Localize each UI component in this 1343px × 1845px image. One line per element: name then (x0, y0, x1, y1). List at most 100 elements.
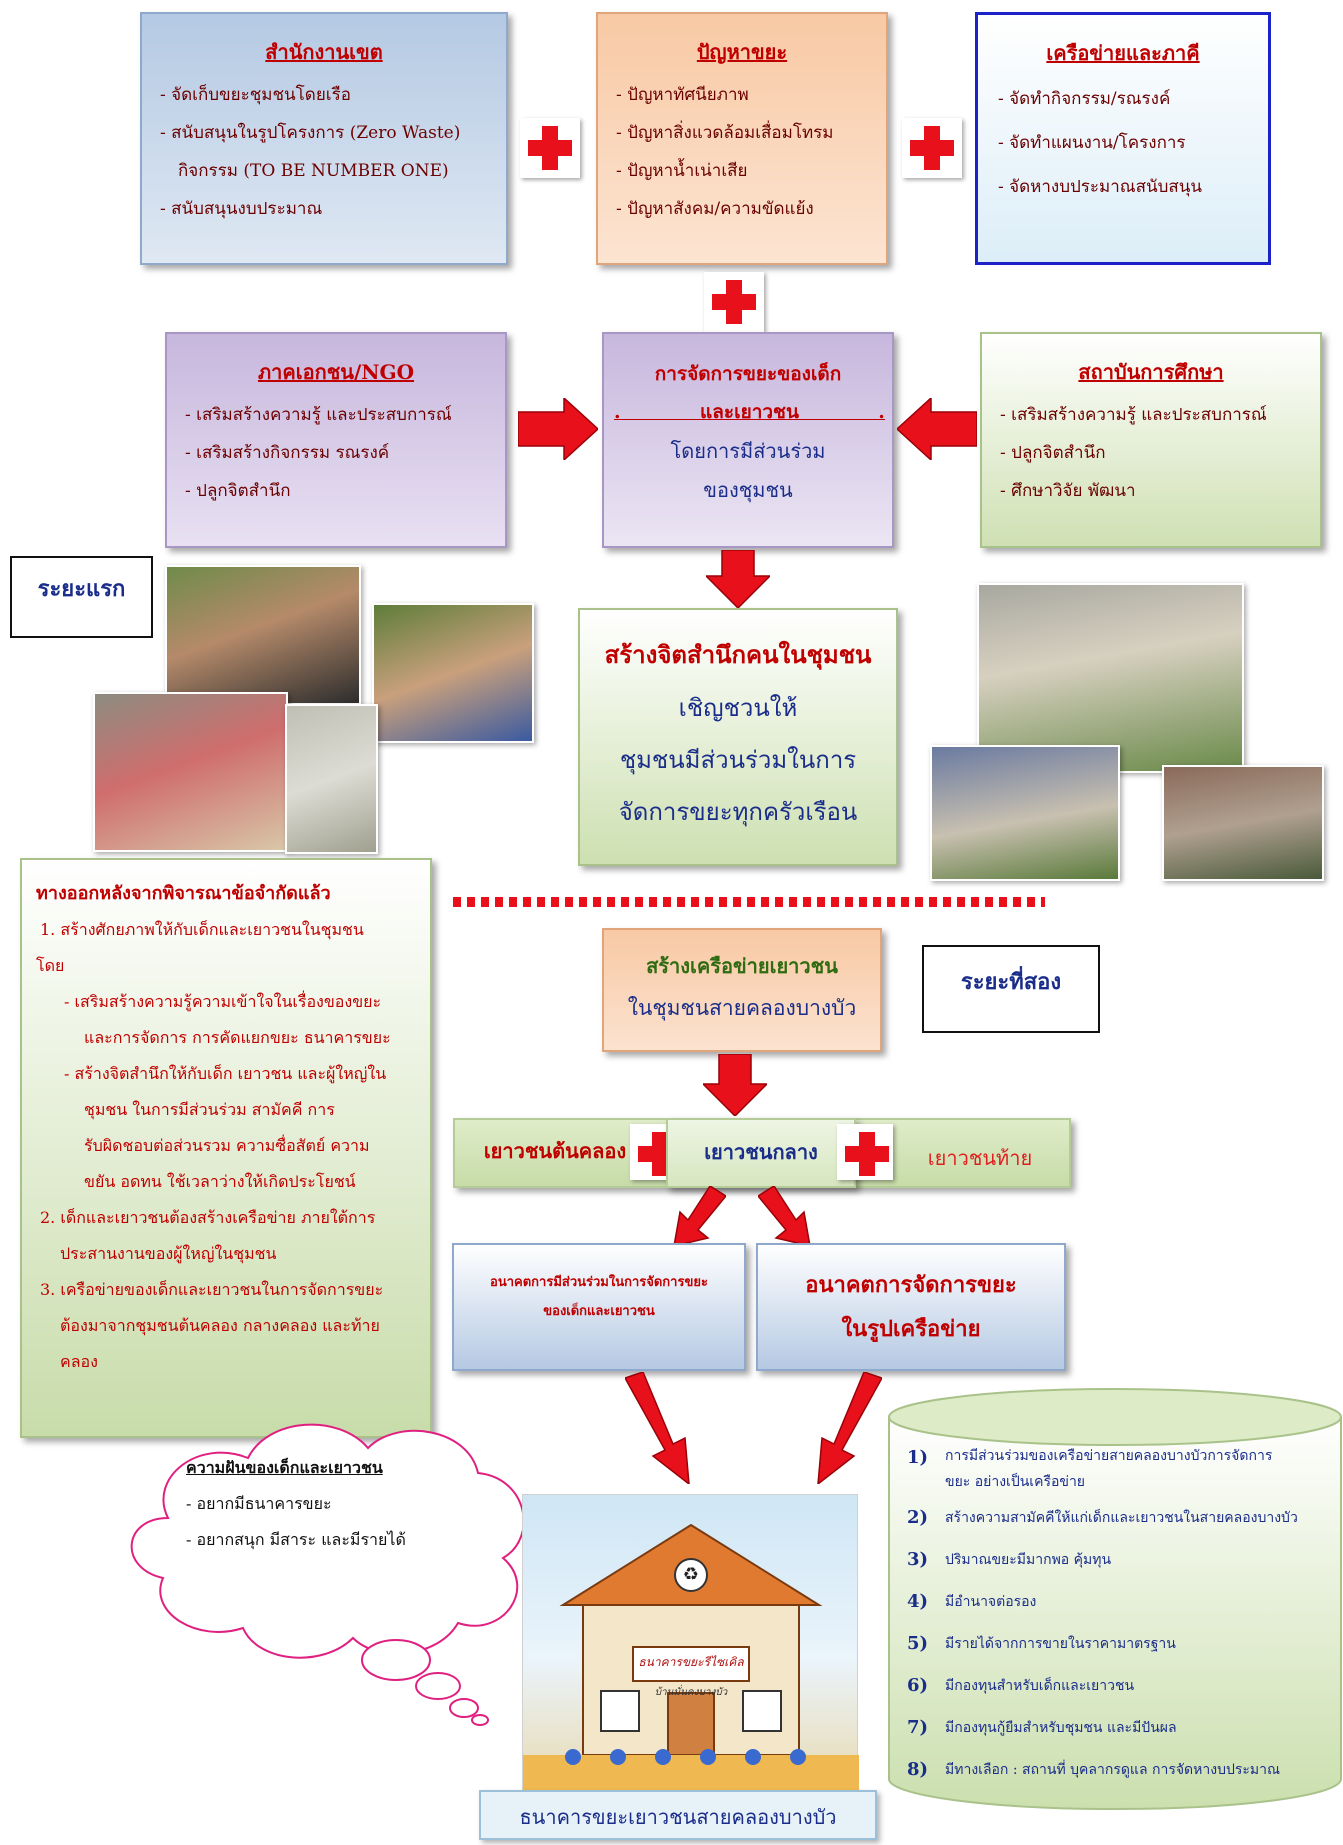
down-arrow-icon (706, 550, 770, 608)
center-line-1: การจัดการขยะของเด็ก (654, 363, 842, 385)
network-item-2: - จัดทำแผนงาน/โครงการ (998, 133, 1186, 153)
outcome-number: 1) (907, 1447, 929, 1468)
network-item-1: - จัดทำกิจกรรม/รณรงค์ (998, 89, 1171, 109)
dream-item: - อยากสนุก มีสาระ และมีรายได้ (186, 1530, 406, 1549)
education-item-1: - เสริมสร้างความรู้ และประสบการณ์ (1000, 405, 1267, 425)
outcome-text: การมีส่วนร่วมของเครือข่ายสายคลองบางบัวกา… (945, 1448, 1273, 1490)
outcome-number: 2) (907, 1507, 929, 1528)
solutions-line: และการจัดการ การคัดแยกขยะ ธนาคารขยะ (84, 1028, 391, 1047)
outcome-number: 5) (907, 1633, 929, 1654)
recycle-icon: ♻ (682, 1564, 700, 1585)
outcome-number: 8) (907, 1759, 929, 1780)
district-item-4: - สนับสนุนงบประมาณ (160, 199, 323, 219)
outcome-number: 3) (907, 1549, 929, 1570)
youth-network-line-2: ในชุมชนสายคลองบางบัว (627, 996, 857, 1020)
network-partners-box: เครือข่ายและภาคี - จัดทำกิจกรรม/รณรงค์ -… (975, 12, 1271, 265)
future-participation-box: อนาคตการมีส่วนร่วมในการจัดการขยะ ของเด็ก… (452, 1243, 746, 1371)
solutions-line: 2. เด็กและเยาวชนต้องสร้างเครือข่าย ภายใต… (40, 1208, 376, 1227)
awareness-box: สร้างจิตสำนึกคนในชุมชน เชิญชวนให้ ชุมชนม… (578, 608, 898, 866)
outcome-number: 4) (907, 1591, 929, 1612)
outcome-text: มีอำนาจต่อรอง (945, 1594, 1037, 1610)
problems-title: ปัญหาขยะ (696, 40, 788, 64)
solutions-line: ต้องมาจากชุมชนต้นคลอง กลางคลอง และท้าย (60, 1316, 380, 1335)
dream-title: ความฝันของเด็กและเยาวชน (186, 1458, 383, 1477)
youth-middle-box (666, 1118, 856, 1188)
problems-item-1: - ปัญหาทัศนียภาพ (616, 85, 749, 105)
bank-sign: ธนาคารขยะรีไซเคิล (638, 1655, 744, 1669)
phase-2-label: ระยะที่สอง (922, 945, 1100, 1033)
solutions-title: ทางออกหลังจากพิจารณาข้อจำกัดแล้ว (36, 883, 331, 904)
community-photo (1162, 765, 1324, 881)
solutions-box: ทางออกหลังจากพิจารณาข้อจำกัดแล้ว 1. สร้า… (20, 858, 432, 1438)
down-right-arrow-icon (625, 1372, 690, 1484)
outcome-number: 7) (907, 1717, 929, 1738)
center-line-3: โดยการมีส่วนร่วม (670, 439, 826, 463)
plus-icon (520, 118, 580, 178)
down-left-arrow-icon (673, 1186, 726, 1246)
central-management-box: การจัดการขยะของเด็ก . และเยาวชน . โดยการ… (602, 332, 894, 548)
center-line-4: ของชุมชน (703, 478, 793, 502)
future-participation-line-2: ของเด็กและเยาวชน (543, 1304, 655, 1319)
district-office-box: สำนักงานเขต - จัดเก็บขยะชุมชนโดยเรือ - ส… (140, 12, 508, 265)
education-box: สถาบันการศึกษา - เสริมสร้างความรู้ และปร… (980, 332, 1322, 548)
solutions-line: รับผิดชอบต่อส่วนรวม ความซื่อสัตย์ ความ (84, 1136, 370, 1155)
awareness-line-2: เชิญชวนให้ (678, 694, 798, 722)
youth-network-box: สร้างเครือข่ายเยาวชน ในชุมชนสายคลองบางบั… (602, 928, 882, 1052)
ngo-item-1: - เสริมสร้างความรู้ และประสบการณ์ (185, 405, 452, 425)
solutions-line: ชุมชน ในการมีส่วนร่วม สามัคคี การ (84, 1100, 335, 1119)
awareness-line-4: จัดการขยะทุกครัวเรือน (618, 798, 858, 826)
problems-item-3: - ปัญหาน้ำเน่าเสีย (616, 161, 748, 181)
down-right-arrow-icon (758, 1186, 811, 1246)
plus-icon (704, 272, 764, 332)
youth-upstream-label: เยาวชนต้นคลอง (483, 1139, 627, 1163)
problems-item-2: - ปัญหาสิ่งแวดล้อมเสื่อมโทรม (616, 123, 834, 143)
dream-cloud-shape (130, 1423, 525, 1726)
future-network-line-1: อนาคตการจัดการขยะ (805, 1272, 1017, 1298)
outcome-text: สร้างความสามัคคีให้แก่เด็กและเยาวชนในสาย… (945, 1510, 1298, 1526)
down-arrow-icon (703, 1054, 767, 1116)
center-line-2: . และเยาวชน . (614, 401, 885, 423)
solutions-line: โดย (36, 956, 65, 975)
youth-downstream-label: เยาวชนท้าย (927, 1146, 1033, 1170)
outcome-text: มีกองทุนกู้ยืมสำหรับชุมชน และมีปันผล (945, 1720, 1177, 1736)
community-photo (930, 745, 1120, 881)
waste-problems-box: ปัญหาขยะ - ปัญหาทัศนียภาพ - ปัญหาสิ่งแวด… (596, 12, 888, 265)
outcomes-cylinder: 1) การมีส่วนร่วมของเครือข่ายสายคลองบางบั… (887, 1387, 1343, 1811)
left-arrow-icon (897, 398, 977, 460)
education-item-2: - ปลูกจิตสำนึก (1000, 443, 1106, 463)
awareness-line-1: สร้างจิตสำนึกคนในชุมชน (604, 640, 872, 669)
education-item-3: - ศึกษาวิจัย พัฒนา (1000, 481, 1136, 501)
future-participation-line-1: อนาคตการมีส่วนร่วมในการจัดการขยะ (490, 1275, 708, 1290)
bank-caption: ธนาคารขยะเยาวชนสายคลองบางบัว (479, 1790, 877, 1840)
plus-icon (837, 1124, 893, 1180)
youth-network-line-1: สร้างเครือข่ายเยาวชน (646, 954, 838, 978)
bank-subsign: บ้านมั่นคงบางบัว (654, 1687, 728, 1698)
network-item-3: - จัดหางบประมาณสนับสนุน (998, 177, 1202, 197)
outcome-text: มีทางเลือก : สถานที่ บุคลากรดูแล การจัดห… (945, 1762, 1280, 1778)
plus-icon (902, 118, 962, 178)
district-office-title: สำนักงานเขต (265, 40, 383, 64)
solutions-line: ประสานงานของผู้ใหญ่ในชุมชน (60, 1244, 277, 1263)
ngo-box: ภาคเอกชน/NGO - เสริมสร้างความรู้ และประส… (165, 332, 507, 548)
recycle-bank-illustration: ♻ ธนาคารขยะรีไซเคิล บ้านมั่นคงบางบัว (522, 1494, 859, 1795)
awareness-line-3: ชุมชนมีส่วนร่วมในการ (619, 746, 857, 774)
solutions-line: 1. สร้างศักยภาพให้กับเด็กและเยาวชนในชุมช… (40, 920, 364, 939)
network-title: เครือข่ายและภาคี (1046, 41, 1200, 65)
solutions-line: - เสริมสร้างความรู้ความเข้าใจในเรื่องของ… (64, 992, 382, 1011)
district-item-1: - จัดเก็บขยะชุมชนโดยเรือ (160, 85, 351, 105)
right-arrow-icon (518, 398, 598, 460)
community-photo (93, 692, 288, 852)
ngo-item-3: - ปลูกจิตสำนึก (185, 481, 291, 501)
down-left-arrow-icon (817, 1372, 882, 1484)
solutions-line: คลอง (60, 1352, 98, 1371)
outcome-text: มีกองทุนสำหรับเด็กและเยาวชน (945, 1678, 1135, 1694)
outcome-text: มีรายได้จากการขายในราคามาตรฐาน (945, 1636, 1176, 1652)
solutions-line: - สร้างจิตสำนึกให้กับเด็ก เยาวชน และผู้ใ… (64, 1064, 387, 1083)
dream-item: - อยากมีธนาคารขยะ (186, 1494, 332, 1513)
solutions-line: 3. เครือข่ายของเด็กและเยาวชนในการจัดการข… (40, 1280, 384, 1299)
education-title: สถาบันการศึกษา (1078, 360, 1224, 384)
community-photo (285, 704, 378, 854)
ngo-title: ภาคเอกชน/NGO (257, 360, 415, 384)
youth-middle-label: เยาวชนกลาง (704, 1140, 818, 1164)
future-network-box: อนาคตการจัดการขยะ ในรูปเครือข่าย (756, 1243, 1066, 1371)
